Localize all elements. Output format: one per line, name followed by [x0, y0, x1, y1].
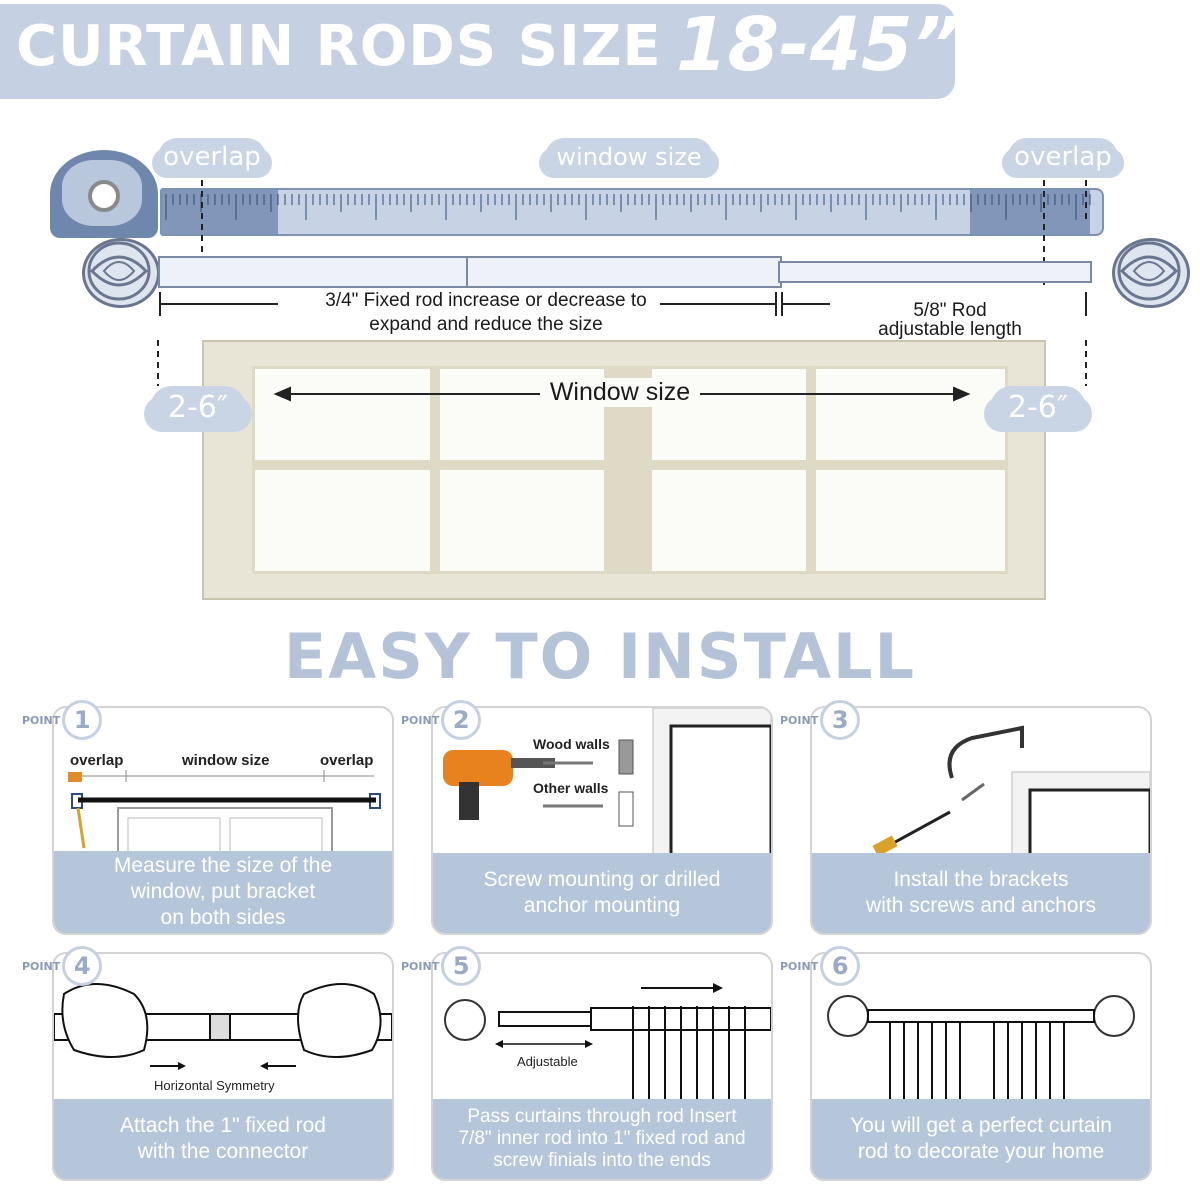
- overlap-right-label: overlap: [1008, 138, 1118, 176]
- gap-left-label: 2-6″: [150, 386, 246, 430]
- caption-line: anchor mounting: [523, 894, 681, 917]
- title-banner: [0, 4, 955, 99]
- connector-illustration: [54, 983, 392, 1070]
- point-word: POINT: [22, 959, 61, 973]
- finished-rod-illustration: [827, 995, 1135, 1104]
- finial-left-pattern: [87, 241, 151, 301]
- step-card-5: Adjustable Pass curtains through rod Ins…: [431, 952, 773, 1181]
- p1-overlap-right: overlap: [320, 752, 374, 769]
- size-range: 18-45”: [676, 2, 961, 88]
- step-3-caption: Install the brackets with screws and anc…: [812, 853, 1150, 933]
- caption-line: Measure the size of the: [113, 854, 333, 877]
- step-card-6: You will get a perfect curtain rod to de…: [810, 952, 1152, 1181]
- caption-line: with screws and anchors: [866, 894, 1096, 917]
- step-card-2: Wood walls Other walls Screw mounting or…: [431, 706, 773, 935]
- caption-line: Pass curtains through rod Insert: [467, 1106, 737, 1127]
- point-badge-2: POINT 2: [401, 700, 482, 740]
- point-word: POINT: [401, 959, 440, 973]
- window-dimension: [157, 340, 1087, 402]
- dimension-lines: [159, 292, 1087, 316]
- point-number: 1: [62, 700, 103, 740]
- adjustable-desc-2: adjustable length: [878, 319, 1022, 340]
- window-mullion-1: [430, 366, 440, 572]
- p2-other-walls: Other walls: [533, 780, 609, 796]
- curtain-insert-illustration: [444, 983, 771, 1104]
- point-badge-6: POINT 6: [780, 946, 861, 986]
- point-number: 3: [820, 700, 861, 740]
- adjustable-desc-1: 5/8" Rod: [913, 300, 987, 321]
- fixed-rod-desc-1: 3/4" Fixed rod increase or decrease to: [325, 290, 647, 311]
- point-word: POINT: [780, 713, 819, 727]
- step-card-4: Horizontal Symmetry Attach the 1" fixed …: [52, 952, 394, 1181]
- point-badge-3: POINT 3: [780, 700, 861, 740]
- fixed-rod: [158, 256, 782, 288]
- step-card-1: overlap window size overlap Measure the …: [52, 706, 394, 935]
- tape-measure-strip: [160, 188, 1104, 236]
- overlap-right-zone: [970, 190, 1090, 234]
- drill-illustration: [443, 708, 771, 858]
- p4-symmetry: Horizontal Symmetry: [154, 1078, 275, 1093]
- window-size-cloud: window size: [545, 138, 713, 176]
- fixed-rod-desc-2: expand and reduce the size: [369, 314, 603, 335]
- step-5-caption: Pass curtains through rod Insert 7/8" in…: [433, 1099, 771, 1179]
- install-title: EASY TO INSTALL: [283, 620, 917, 693]
- caption-line: with the connector: [137, 1140, 309, 1163]
- point-word: POINT: [401, 713, 440, 727]
- caption-line: Install the brackets: [893, 868, 1069, 891]
- caption-line: Attach the 1" fixed rod: [120, 1114, 326, 1137]
- step-card-3: Install the brackets with screws and anc…: [810, 706, 1152, 935]
- p2-wood-walls: Wood walls: [533, 736, 610, 752]
- point-word: POINT: [22, 713, 61, 727]
- gap-right-label: 2-6″: [990, 386, 1086, 430]
- step-1-caption: Measure the size of the window, put brac…: [54, 851, 392, 933]
- p1-overlap-left: overlap: [70, 752, 124, 769]
- point-word: POINT: [780, 959, 819, 973]
- finial-right-pattern: [1117, 241, 1181, 301]
- bracket-illustration: [872, 725, 1150, 858]
- caption-line: screw finials into the ends: [493, 1150, 711, 1171]
- tape-ticks: [165, 194, 1091, 220]
- caption-line: on both sides: [160, 906, 286, 929]
- page-title: CURTAIN RODS SIZE: [16, 14, 662, 79]
- point-number: 2: [441, 700, 482, 740]
- p5-adjustable: Adjustable: [517, 1054, 578, 1069]
- step-4-caption: Attach the 1" fixed rod with the connect…: [54, 1099, 392, 1179]
- caption-line: rod to decorate your home: [857, 1140, 1105, 1163]
- point-badge-1: POINT 1: [22, 700, 103, 740]
- caption-line: window, put bracket: [130, 880, 316, 903]
- caption-line: You will get a perfect curtain: [850, 1114, 1112, 1137]
- step-6-caption: You will get a perfect curtain rod to de…: [812, 1099, 1150, 1179]
- point-badge-5: POINT 5: [401, 946, 482, 986]
- point-number: 6: [820, 946, 861, 986]
- adjustable-rod: [778, 261, 1092, 283]
- point-number: 5: [441, 946, 482, 986]
- measure-illustration: [68, 770, 381, 858]
- caption-line: Screw mounting or drilled: [483, 868, 721, 891]
- p1-window-size: window size: [182, 752, 270, 769]
- point-number: 4: [62, 946, 103, 986]
- caption-line: 7/8" inner rod into 1" fixed rod and: [458, 1128, 746, 1149]
- tape-measure-hub: [88, 180, 120, 212]
- rod-joint: [466, 256, 468, 288]
- window-mullion-3: [806, 366, 816, 572]
- step-2-caption: Screw mounting or drilled anchor mountin…: [433, 853, 771, 933]
- overlap-left-zone: [162, 190, 278, 234]
- point-badge-4: POINT 4: [22, 946, 103, 986]
- window-size-label: Window size: [540, 378, 700, 407]
- overlap-left-label: overlap: [158, 138, 266, 176]
